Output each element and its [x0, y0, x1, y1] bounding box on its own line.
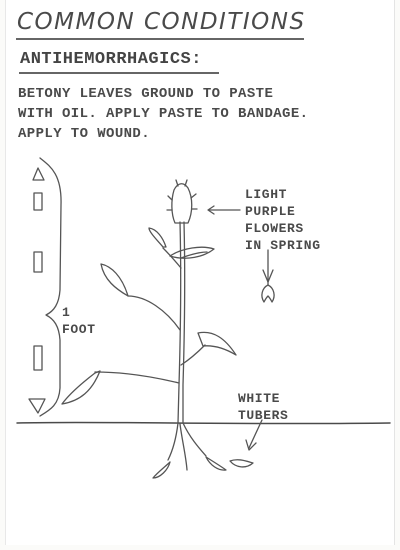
tuber-label: WHITE TUBERS: [238, 390, 288, 424]
leaf-mid-left: [101, 264, 128, 296]
tuber-2: [206, 457, 226, 470]
flower-spike: [172, 184, 192, 223]
plant-stem: [178, 222, 185, 423]
leaf-lower-right: [198, 332, 236, 355]
flower-label: LIGHT PURPLE FLOWERS IN SPRING: [245, 186, 321, 254]
leaf-upper-left: [149, 228, 166, 247]
tuber-3: [230, 460, 253, 467]
height-label: 1 FOOT: [62, 304, 96, 338]
height-brace: [40, 158, 61, 416]
height-scale-marker: [29, 168, 45, 413]
ground-line: [17, 422, 390, 423]
tuber-1: [153, 462, 170, 478]
flower-pointer: [208, 206, 240, 214]
flower-detail-icon: [262, 285, 274, 302]
leaf-lower-left: [62, 371, 100, 404]
roots: [168, 423, 206, 470]
leaf-upper-right: [170, 247, 214, 258]
